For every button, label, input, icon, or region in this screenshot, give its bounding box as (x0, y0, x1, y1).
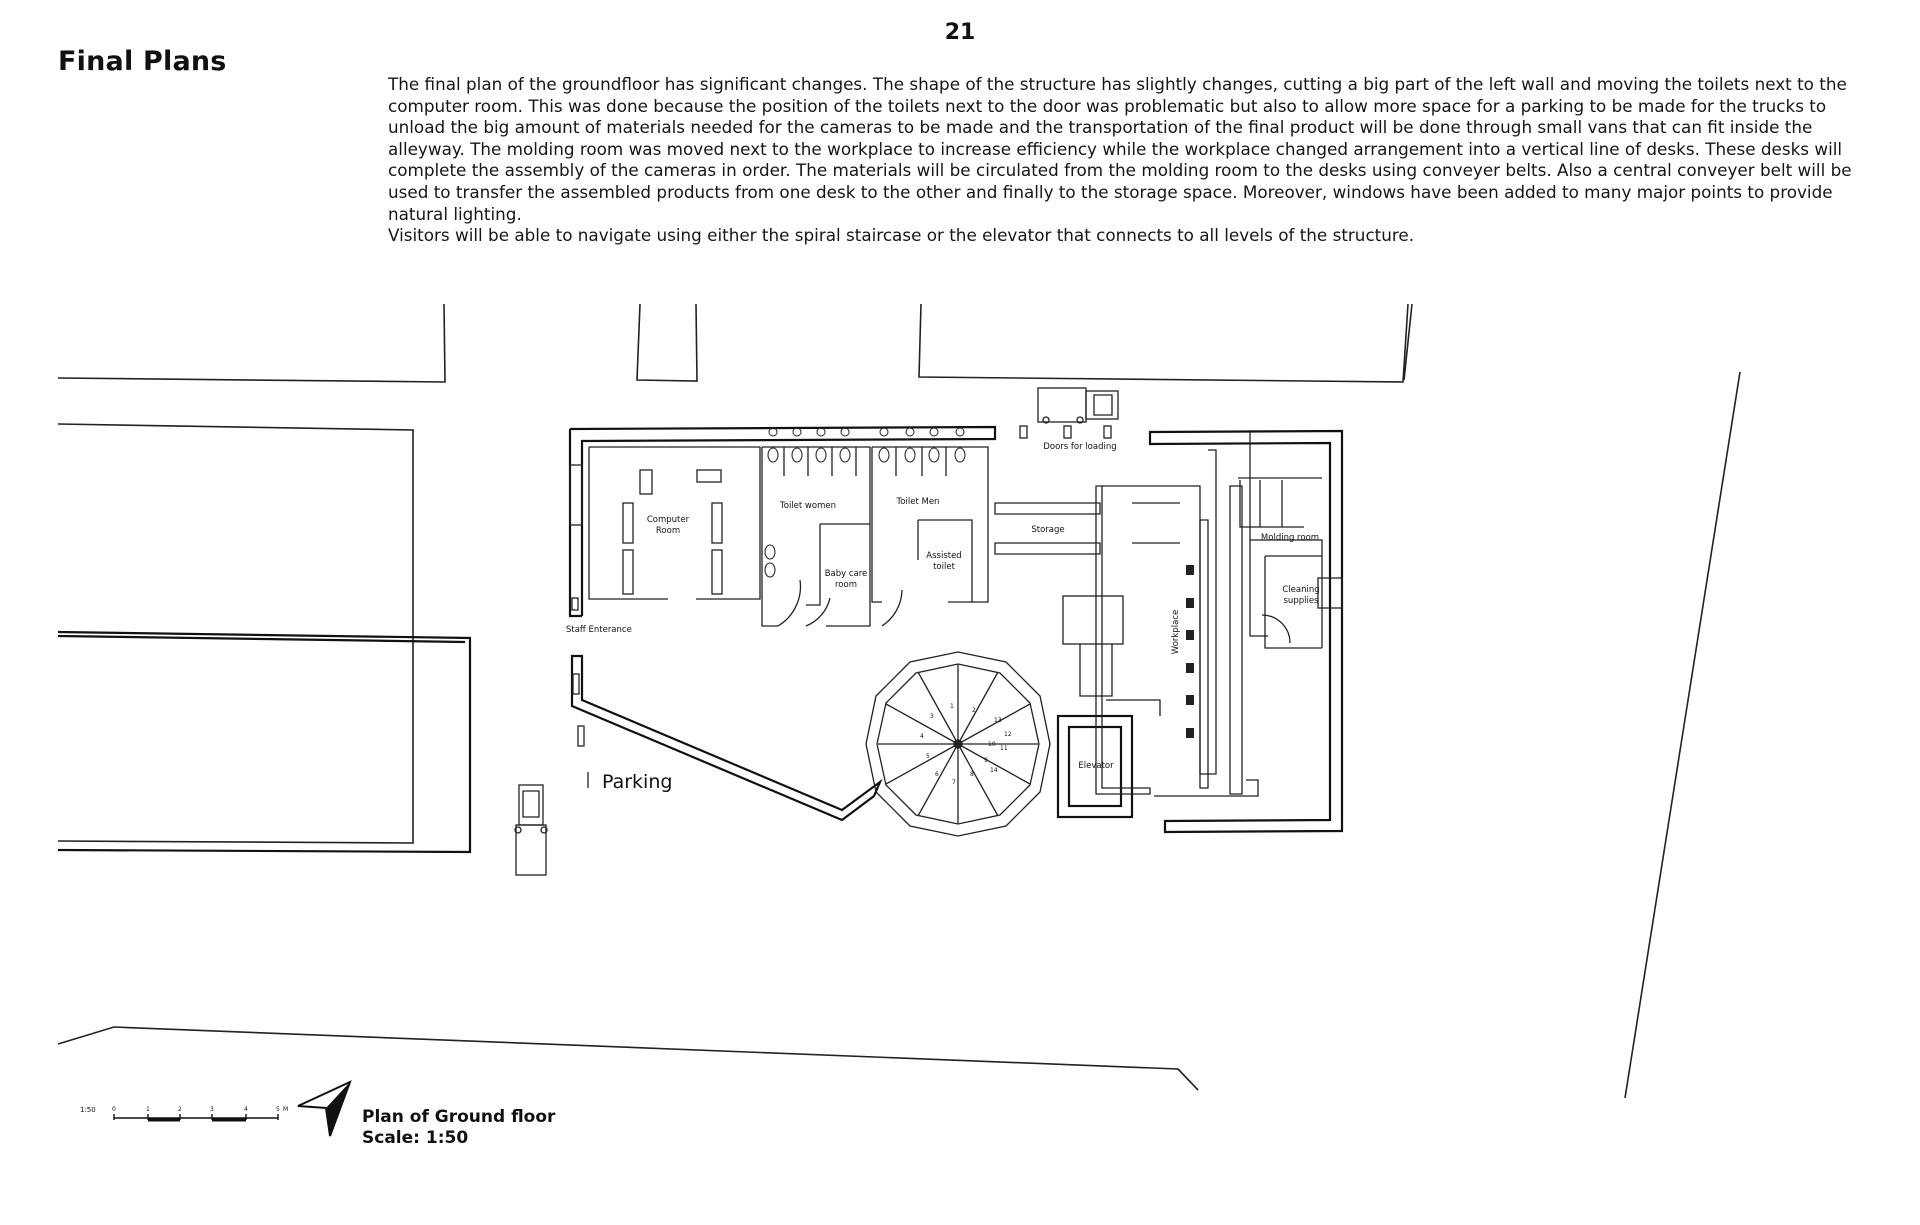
truck-icon (514, 784, 548, 876)
scale-tick-label: 0 (112, 1106, 116, 1113)
plan-caption: Plan of Ground floor Scale: 1:50 (362, 1107, 555, 1149)
page-title: Final Plans (58, 46, 227, 77)
scale-tick-label: 4 (244, 1106, 248, 1113)
scale-tick-label: 1 (146, 1106, 150, 1113)
stair-step-number: 1 (950, 703, 954, 710)
stair-step-number: 8 (970, 771, 974, 778)
workplace-desks (1186, 565, 1194, 738)
interior-rooms (588, 430, 1343, 797)
stair-step-number: 3 (930, 713, 934, 720)
stair-step-number: 13 (994, 717, 1002, 724)
intro-paragraph-2: Visitors will be able to navigate using … (388, 225, 1415, 246)
room-labels: Computer Room Toilet women Toilet Men Ba… (566, 442, 1320, 771)
assisted-toilet-label: Assisted (926, 551, 961, 561)
scale-tick-label: 5 (276, 1106, 280, 1113)
windows (569, 464, 589, 788)
staff-entrance-label: Staff Enterance (566, 625, 632, 635)
workplace-label: Workplace (1171, 610, 1181, 654)
stair-step-number: 4 (920, 733, 924, 740)
desk-chair (1186, 630, 1194, 640)
toilet-fixtures (764, 427, 966, 578)
desk-chair (1186, 663, 1194, 673)
north-arrow-icon (297, 1080, 352, 1137)
stair-step-number: 2 (972, 707, 976, 714)
computer-room-label-2: Room (656, 526, 680, 536)
storage-label: Storage (1031, 525, 1064, 535)
plan-caption-title: Plan of Ground floor (362, 1107, 556, 1127)
intro-paragraph-1: The final plan of the groundfloor has si… (388, 74, 1852, 224)
stair-step-number: 11 (1000, 745, 1008, 752)
stair-step-number: 14 (990, 767, 998, 774)
desk-chair (1186, 598, 1194, 608)
loading-doors (1019, 425, 1112, 439)
computer-room-label: Computer (647, 515, 690, 525)
scale-bar-label: 1:50 (80, 1106, 96, 1114)
intro-text: The final plan of the groundfloor has si… (388, 74, 1878, 247)
stair-step-number: 10 (988, 741, 996, 748)
site-outline (57, 303, 1741, 1099)
scale-tick-label: 2 (178, 1106, 182, 1113)
desk-chair (1186, 565, 1194, 575)
scale-tick-label: M (283, 1106, 288, 1113)
desk-chair (1186, 728, 1194, 738)
scale-tick-label: 3 (210, 1106, 214, 1113)
scale-bar-ticks: 0 1 2 3 4 5 M (112, 1106, 288, 1113)
stair-step-number: 12 (1004, 731, 1012, 738)
building-walls (57, 425, 1344, 854)
cleaning-supplies-label-2: supplies (1284, 596, 1320, 606)
molding-room-label: Molding room (1261, 533, 1319, 543)
page-number: 21 (944, 20, 976, 45)
stair-step-number: 6 (935, 771, 939, 778)
loading-doors-label: Doors for loading (1043, 442, 1116, 452)
toilet-women-label: Toilet women (779, 501, 836, 511)
scale-bar (113, 1114, 279, 1122)
cleaning-supplies-label: Cleaning (1282, 585, 1319, 595)
toilet-men-label: Toilet Men (896, 497, 940, 507)
elevator-label: Elevator (1078, 761, 1114, 771)
stair-step-number: 5 (926, 753, 930, 760)
baby-care-label-2: room (835, 580, 857, 590)
spiral-staircase (865, 651, 1051, 837)
desk-chair (1186, 695, 1194, 705)
stair-step-number: 9 (984, 757, 988, 764)
plan-caption-scale: Scale: 1:50 (362, 1128, 469, 1148)
assisted-toilet-label-2: toilet (933, 562, 955, 572)
stair-step-number: 7 (952, 779, 956, 786)
baby-care-label: Baby care (825, 569, 868, 579)
parking-label: Parking (602, 771, 672, 793)
stair-step-numbers: 1 2 3 4 5 6 7 8 9 10 11 12 13 14 (920, 703, 1012, 786)
truck-icon (1037, 387, 1119, 424)
